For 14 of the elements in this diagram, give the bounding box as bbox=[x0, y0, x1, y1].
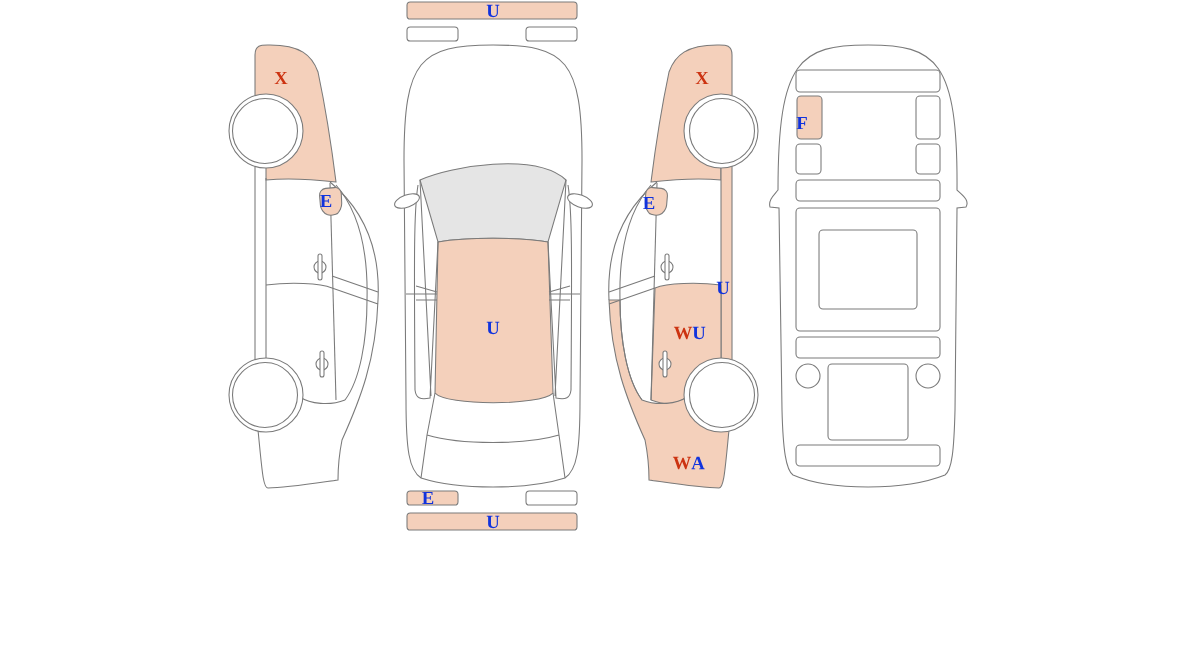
damage-code: A bbox=[691, 456, 705, 470]
damage-code: U bbox=[716, 281, 730, 295]
damage-code: U bbox=[486, 515, 500, 529]
damage-code: E bbox=[643, 196, 655, 210]
damage-code: W bbox=[672, 456, 692, 470]
damage-code: E bbox=[320, 194, 332, 208]
damage-code: W bbox=[673, 326, 693, 340]
damage-code: U bbox=[692, 326, 706, 340]
damage-code: X bbox=[695, 71, 709, 85]
damage-code: U bbox=[486, 4, 500, 18]
damage-code: F bbox=[796, 116, 807, 130]
damage-code: E bbox=[422, 491, 434, 505]
damage-code: U bbox=[486, 321, 500, 335]
damage-code: X bbox=[274, 71, 288, 85]
